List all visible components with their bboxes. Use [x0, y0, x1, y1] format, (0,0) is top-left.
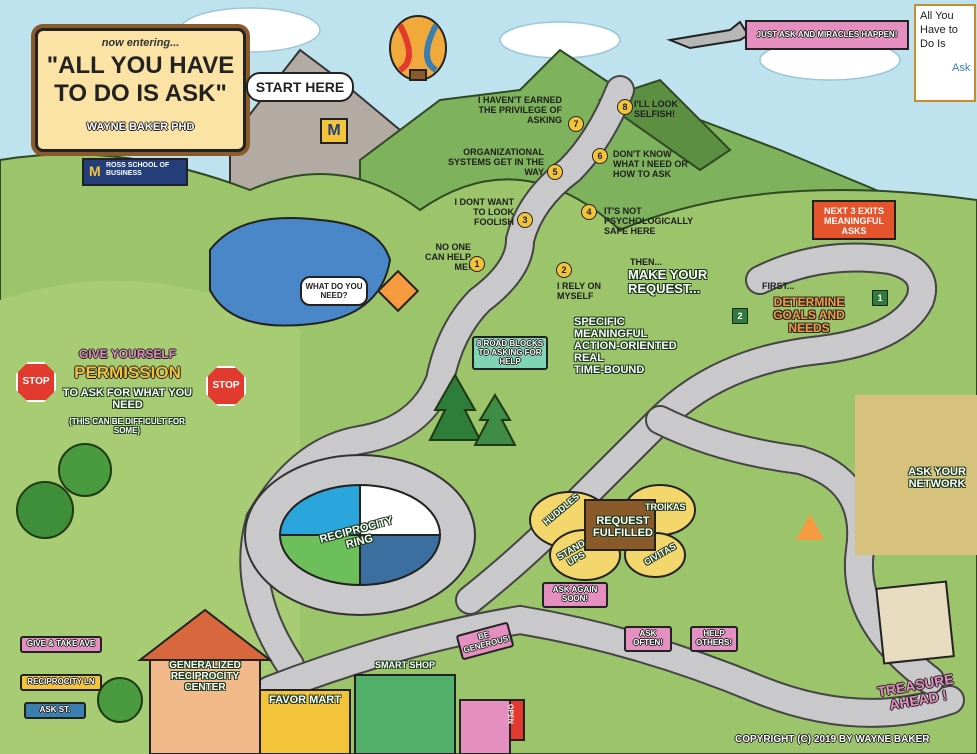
- roadblock-4-text: IT'S NOT PSYCHOLOGICALLY SAFE HERE: [604, 206, 694, 236]
- give-take-ave-sign: GIVE & TAKE AVE: [20, 636, 102, 653]
- book-title-3: Do Is: [920, 38, 946, 50]
- roadblock-3-number: 3: [517, 212, 533, 228]
- reciprocity-center-label: GENERALIZED RECIPROCITY CENTER: [169, 660, 241, 693]
- roadblock-5-text: ORGANIZATIONAL SYSTEMS GET IN THE WAY: [447, 147, 544, 177]
- roadblock-8-text: I'LL LOOK SELFISH!: [634, 99, 678, 119]
- cloud-troikas: TROIKAS: [645, 502, 686, 512]
- request-fulfilled-label: REQUEST FULFILLED: [593, 515, 653, 540]
- roadblock-8-number: 8: [617, 99, 633, 115]
- ask-for-what-label: TO ASK FOR WHAT YOU NEED: [62, 387, 193, 412]
- billboard-title-2: TO DO IS ASK": [54, 80, 227, 107]
- roadblock-6-text: DON'T KNOW WHAT I NEED OR HOW TO ASK: [613, 149, 688, 179]
- book-title-1: All You: [920, 10, 954, 22]
- billboard-pre: now entering...: [101, 37, 180, 49]
- billboard-author: WAYNE BAKER PHD: [86, 121, 195, 133]
- roadblock-6-number: 6: [592, 148, 608, 164]
- roadblock-1-text: NO ONE CAN HELP ME!: [424, 242, 471, 272]
- ask-often-sign: ASK OFTEN!: [624, 626, 672, 652]
- book-title-4: Ask: [952, 62, 971, 74]
- next-exits-sign: NEXT 3 EXITS MEANINGFUL ASKS: [812, 200, 896, 240]
- smart-real: REAL: [574, 352, 604, 365]
- book-cover: All You Have to Do Is Ask: [914, 4, 976, 102]
- school-logo: M: [89, 163, 101, 179]
- roadblock-7-number: 7: [568, 116, 584, 132]
- banner: JUST ASK AND MIRACLES HAPPEN!: [745, 20, 909, 50]
- exit-2-sign: 2: [732, 308, 748, 324]
- smart-action-oriented: ACTION-ORIENTED: [574, 340, 677, 353]
- stop-sign-left: STOP: [16, 362, 56, 402]
- open-sign: OPEN: [506, 704, 514, 724]
- reciprocity-ln-sign: RECIPROCITY LN: [20, 674, 102, 691]
- roadblock-1-number: 1: [469, 256, 485, 272]
- roadblock-5-number: 5: [547, 164, 563, 180]
- permission-label: PERMISSION: [74, 363, 181, 382]
- ask-st-sign: ASK ST.: [24, 702, 86, 719]
- billboard-title-1: "ALL YOU HAVE: [46, 52, 235, 79]
- start-logo: M: [320, 118, 348, 144]
- favor-mart-label: FAVOR MART: [269, 694, 341, 706]
- school-name: ROSS SCHOOL OF BUSINESS: [106, 162, 170, 177]
- smart-meaningful: MEANINGFUL: [574, 328, 648, 341]
- help-others-sign: HELP OTHERS!: [690, 626, 738, 652]
- caution-sign: [796, 514, 824, 540]
- smart-list: SPECIFIC MEANINGFUL ACTION-ORIENTED REAL…: [574, 316, 677, 376]
- smart-specific: SPECIFIC: [574, 316, 625, 328]
- ask-network-label: ASK YOUR NETWORK: [908, 466, 966, 491]
- make-request-label: MAKE YOUR REQUEST...: [628, 267, 708, 297]
- smart-time-bound: TIME-BOUND: [574, 364, 645, 377]
- give-yourself-label: GIVE YOURSELF: [78, 347, 177, 361]
- roadblock-2-number: 2: [556, 262, 572, 278]
- roadblock-3-text: I DONT WANT TO LOOK FOOLISH: [454, 197, 515, 227]
- determine-goals-label: DETERMINE GOALS AND NEEDS: [773, 295, 845, 336]
- roadblock-4-number: 4: [581, 204, 597, 220]
- ask-again-sign: ASK AGAIN SOON!: [542, 582, 608, 608]
- copyright-text: COPYRIGHT (C) 2019 BY WAYNE BAKER: [735, 734, 930, 745]
- stop-sign-right: STOP: [206, 366, 246, 406]
- then-label: THEN...: [630, 257, 663, 267]
- roadblock-7-text: I HAVEN'T EARNED THE PRIVILEGE OF ASKING: [478, 95, 562, 125]
- billboard: now entering... "ALL YOU HAVE TO DO IS A…: [35, 28, 246, 152]
- book-title-2: Have to: [920, 24, 958, 36]
- first-label: FIRST...: [762, 281, 795, 291]
- exit-1-sign: 1: [872, 290, 888, 306]
- smart-shop-label: SMART SHOP: [374, 660, 435, 670]
- start-here-bubble: START HERE: [246, 72, 354, 102]
- school-sign: M ROSS SCHOOL OF BUSINESS: [82, 158, 188, 186]
- difficult-label: (THIS CAN BE DIFFICULT FOR SOME): [69, 417, 185, 435]
- what-do-you-need-bubble: WHAT DO YOU NEED?: [300, 276, 368, 306]
- road-blocks-sign: 8 ROAD BLOCKS TO ASKING FOR HELP: [472, 336, 548, 371]
- roadblock-2-text: I RELY ON MYSELF: [557, 281, 602, 301]
